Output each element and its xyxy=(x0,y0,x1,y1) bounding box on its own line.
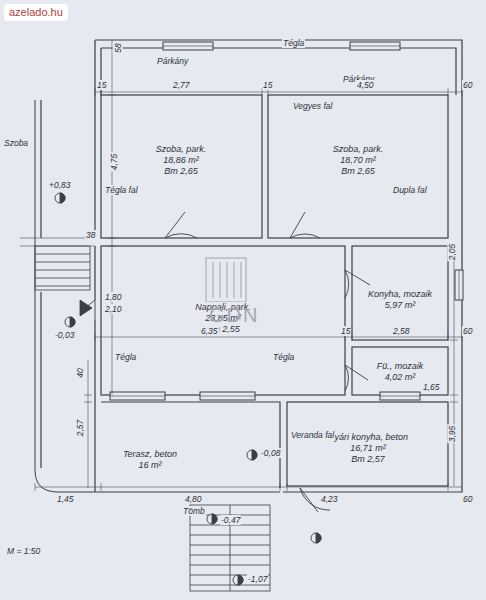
plan-label: Tégla xyxy=(114,352,137,362)
plan-label: 6,35 xyxy=(200,326,219,336)
plan-label: +0,83 xyxy=(48,180,72,190)
level-marker xyxy=(65,317,75,327)
room-outline xyxy=(101,246,345,395)
arrow xyxy=(80,300,92,316)
room-value: 16,71 m² xyxy=(349,443,387,454)
room-name: Nyári konyha, beton xyxy=(327,432,409,443)
outer-wall xyxy=(94,40,95,492)
level-marker xyxy=(247,450,257,460)
room-value: 4,02 m² xyxy=(384,372,417,383)
room-value: 18,70 m² xyxy=(339,155,377,166)
plan-label: 4,75 xyxy=(109,153,119,172)
plan-label: 58 xyxy=(113,42,123,53)
level-marker xyxy=(311,533,321,543)
door-swing xyxy=(165,212,197,238)
room-value: Bm 2,65 xyxy=(163,166,199,177)
plan-label: -0,47 xyxy=(220,515,241,525)
plan-label: 15 xyxy=(262,80,273,90)
plan-label: 2,05 xyxy=(447,243,457,262)
dimension-line xyxy=(95,88,462,96)
room-outline xyxy=(352,246,448,340)
plan-label: 60 xyxy=(462,494,473,504)
plan-label: -0,08 xyxy=(260,448,281,458)
watermark-logo xyxy=(206,258,246,302)
level-marker xyxy=(207,514,217,524)
level-marker xyxy=(55,193,65,203)
room-value: 16 m² xyxy=(137,460,162,471)
level-marker xyxy=(233,575,243,585)
plan-label: 4,50 xyxy=(356,80,375,90)
outer-wall xyxy=(95,40,462,492)
room-outline xyxy=(268,95,448,238)
door-swing xyxy=(80,300,95,320)
annex-wall xyxy=(40,100,41,468)
stairs xyxy=(35,246,90,290)
plan-label: Párkány xyxy=(156,56,189,66)
plan-label: 1,45 xyxy=(56,494,75,504)
dimension-line xyxy=(108,40,116,395)
plan-label: M = 1:50 xyxy=(6,546,41,556)
room-outline xyxy=(101,402,280,488)
plan-label: Tömb xyxy=(182,506,206,516)
plan-label: 2,58 xyxy=(392,326,411,336)
room-name: Szoba, park. xyxy=(332,144,385,155)
room-value: Bm 2,65 xyxy=(340,166,376,177)
watermark-logo-text: GDN xyxy=(208,304,260,326)
plan-label: 60 xyxy=(462,80,473,90)
stair-treads xyxy=(35,254,90,286)
plan-label: 15 xyxy=(96,80,107,90)
wall-line xyxy=(101,48,456,95)
plan-label: 60 xyxy=(462,326,473,336)
dimension-line xyxy=(450,246,458,486)
room-value: Bm 2,57 xyxy=(350,454,386,465)
plan-label: 1,65 xyxy=(422,382,441,392)
plan-label: Tégla fal xyxy=(104,185,139,195)
plan-label: 1,80 xyxy=(104,292,123,302)
door-swing xyxy=(290,212,320,238)
plan-label: Vegyes fal xyxy=(292,101,333,111)
door-swing xyxy=(345,365,368,391)
window-pane xyxy=(110,46,459,396)
room-name: Terasz, beton xyxy=(122,449,178,460)
room-outline xyxy=(352,347,448,395)
plan-label: Szoba xyxy=(3,138,29,148)
room-value: 18,86 m² xyxy=(162,155,200,166)
plan-label: 2,57 xyxy=(75,419,85,438)
stair-treads xyxy=(190,505,270,591)
watermark-logo xyxy=(213,262,241,298)
stairs xyxy=(190,505,270,591)
annex-wall xyxy=(35,100,280,492)
plan-label: 38 xyxy=(85,230,96,240)
plan-label: Veranda fal xyxy=(290,430,335,440)
dimension-line xyxy=(35,483,462,491)
plan-label: Tégla xyxy=(272,352,295,362)
plan-label: -1,07 xyxy=(247,574,268,584)
room-name: Fü., mozaik xyxy=(376,361,425,372)
plan-label: Tégla xyxy=(282,38,305,48)
plan-label: -0,03 xyxy=(54,330,75,340)
plan-label: Dupla fal xyxy=(392,185,428,195)
room-outline xyxy=(101,95,262,238)
plan-label: 2,10 xyxy=(104,304,123,314)
plan-label: 2,77 xyxy=(172,80,191,90)
dimension-line xyxy=(20,238,95,246)
room-outline xyxy=(287,402,448,486)
room-value: 5,97 m² xyxy=(384,300,417,311)
room-name: Szoba, park. xyxy=(155,144,208,155)
watermark: azelado.hu xyxy=(4,4,68,21)
plan-label: 3,95 xyxy=(447,425,457,444)
plan-label: 40 xyxy=(75,367,85,378)
room-label: Konyha, mozaik5,97 m² xyxy=(353,280,447,320)
plan-label: 15 xyxy=(340,326,351,336)
plan-label: 4,23 xyxy=(320,494,339,504)
room-label: Terasz, beton16 m² xyxy=(100,442,200,478)
plan-label: 4,80 xyxy=(184,494,203,504)
room-name: Konyha, mozaik xyxy=(367,289,433,300)
